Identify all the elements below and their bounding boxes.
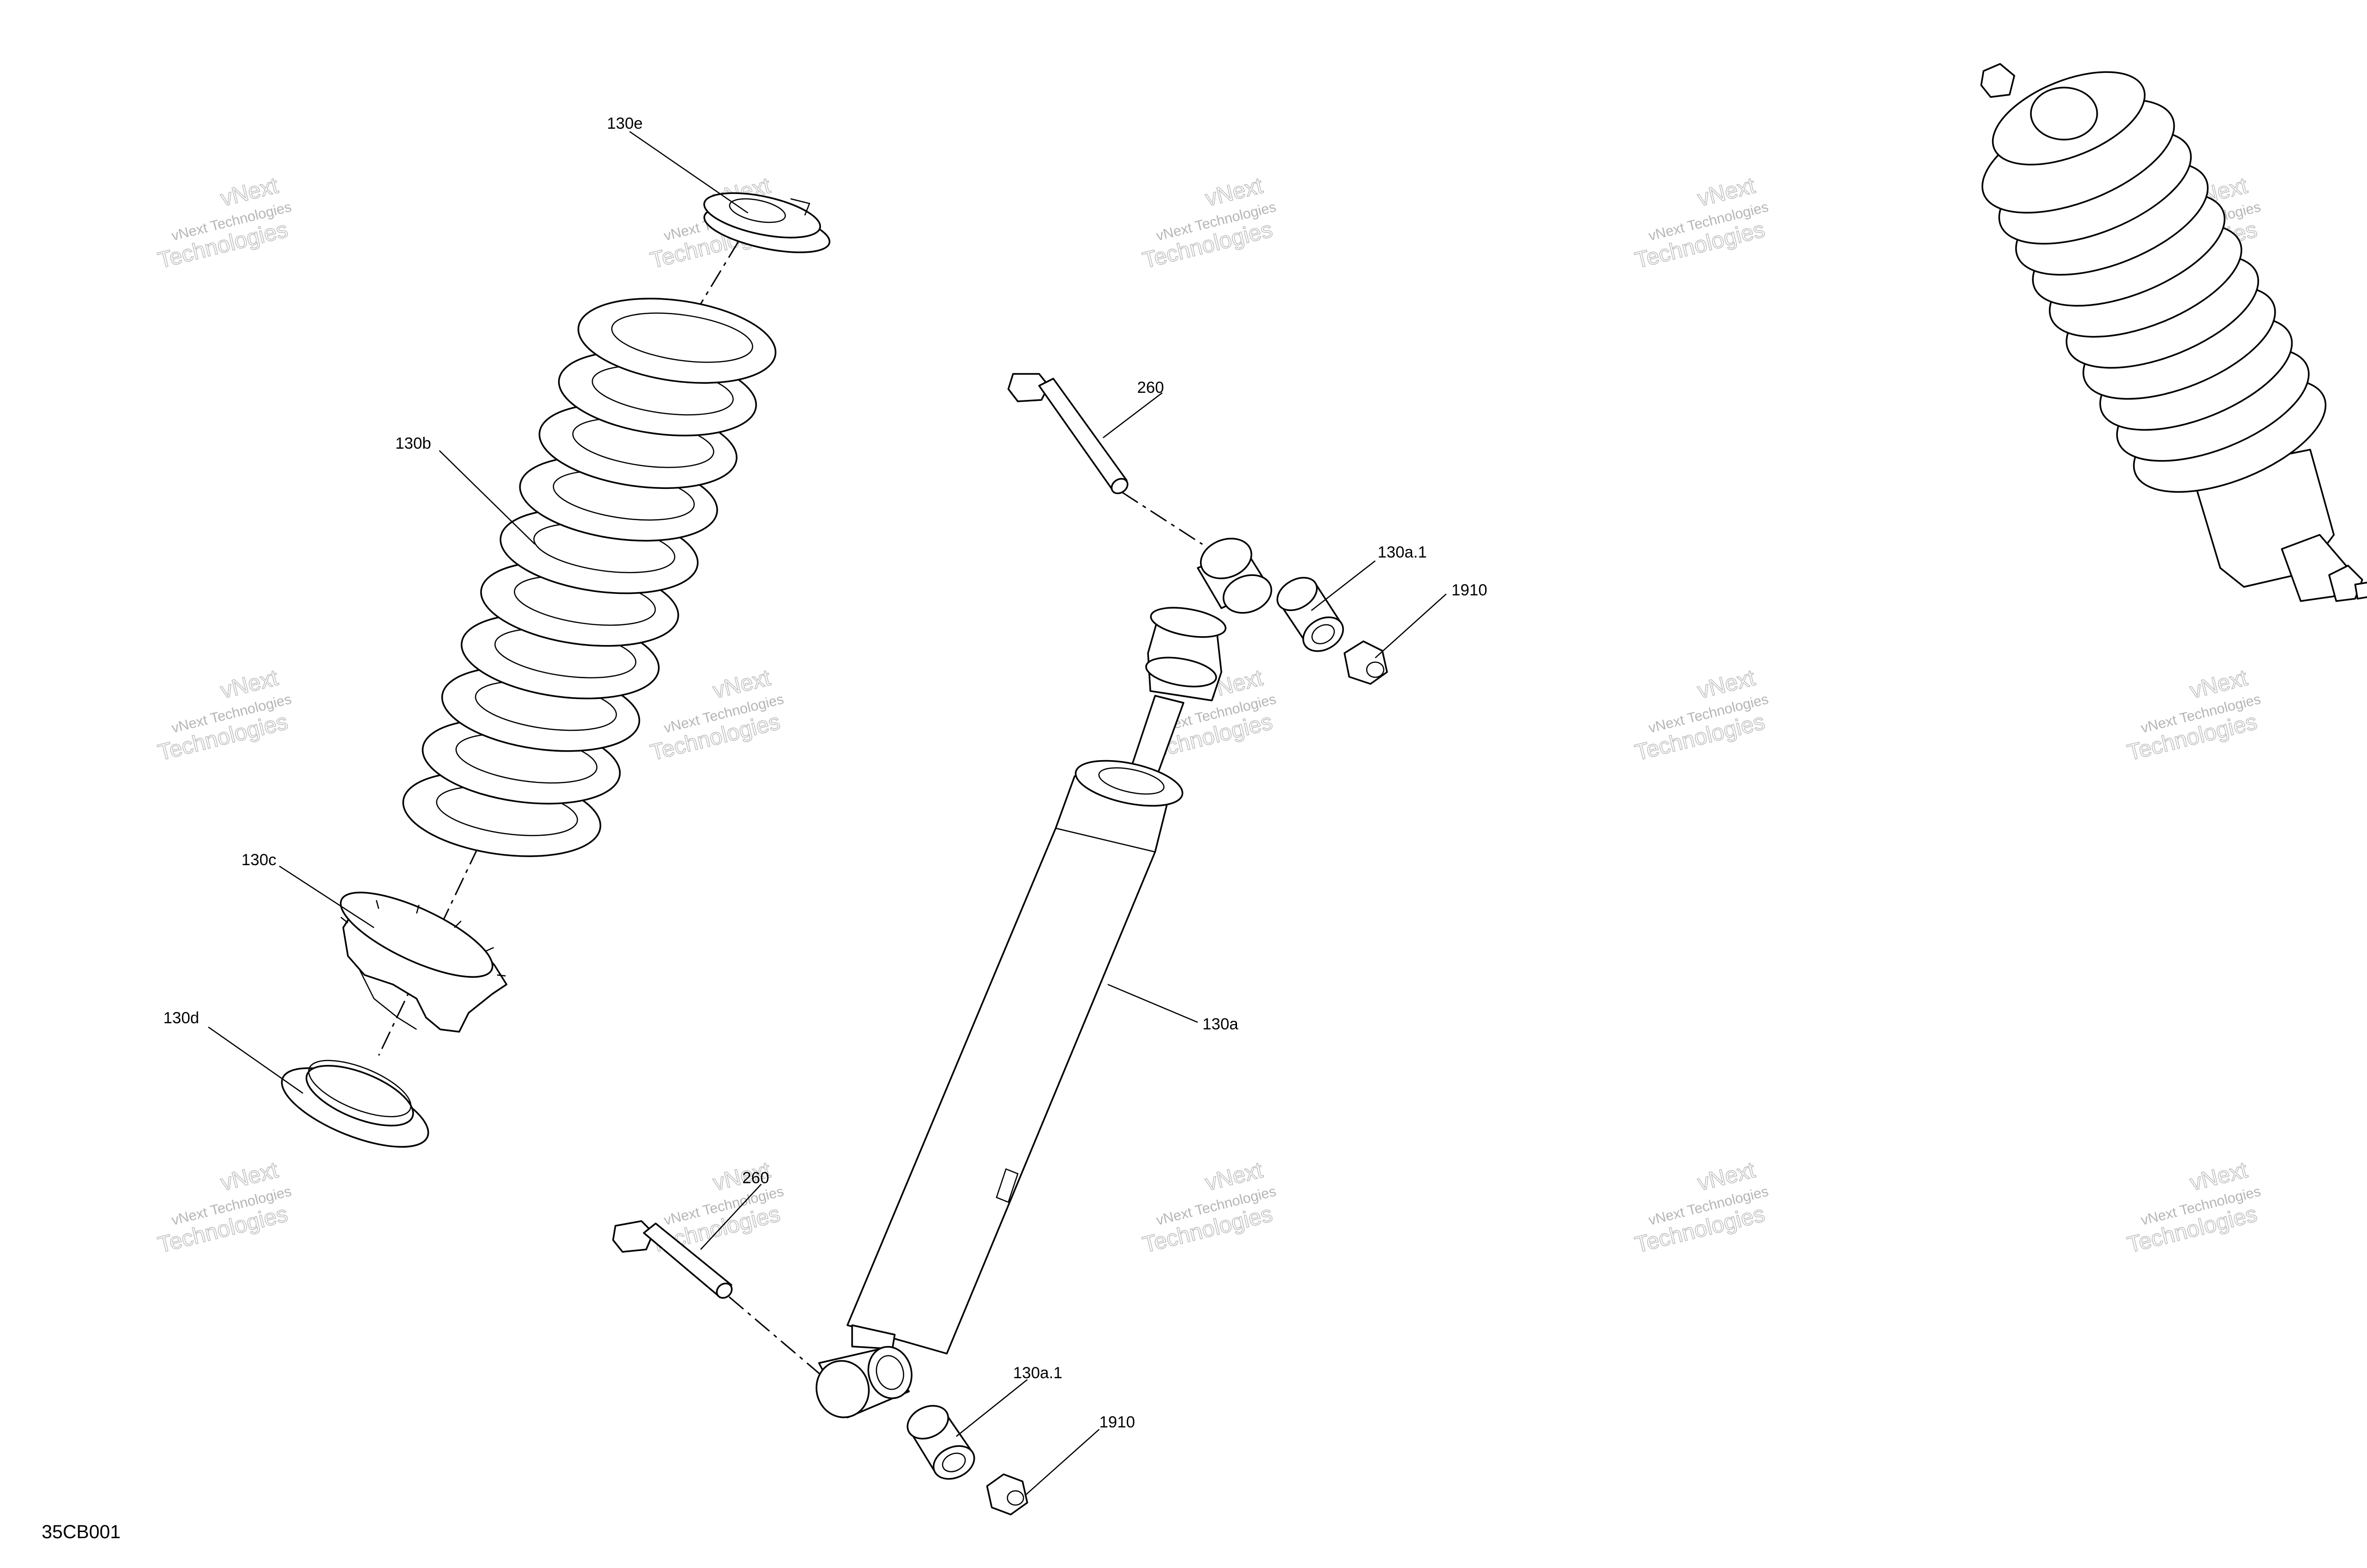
assembled-shock-view [1980,63,2367,602]
bolt-260-bottom [612,1220,733,1299]
callout-1910-top: 1910 [1451,581,1487,599]
leader-lines [208,131,1447,1496]
assembled-top-eyelet [2030,87,2098,141]
spring-coil-inner [611,312,753,363]
coil-spring-130b [402,298,777,857]
spring-seat-130e [703,192,831,253]
callout-130a: 130a [1202,1015,1238,1033]
bushing-130a1-top [1276,576,1344,652]
bushing-130a1-bottom [907,1405,975,1480]
callout-130a1-bottom: 130a.1 [1013,1364,1062,1382]
callout-260-bottom: 260 [742,1169,769,1187]
assembled-top-nut [1980,63,2015,98]
bolt-260-top [1007,373,1129,495]
callout-130d: 130d [163,1009,199,1027]
nut-1910-bottom [986,1473,1028,1515]
callout-1910-bottom: 1910 [1099,1413,1135,1431]
spring-seat-130d [281,1060,429,1148]
nut-1910-top [1344,640,1388,685]
shock-absorber-130a [815,538,1272,1418]
spring-retainer-130c [339,892,507,1033]
callout-260-top: 260 [1137,379,1164,397]
callout-130b: 130b [395,434,431,452]
spring-coil [577,298,777,384]
callout-130c: 130c [241,851,276,869]
figure-id: 35CB001 [42,1522,121,1542]
callout-130e: 130e [607,115,643,133]
callout-130a1-top: 130a.1 [1378,543,1427,561]
callout-labels: 130e 130b 130c 130d 260 130a.1 1910 130a… [163,115,1487,1431]
